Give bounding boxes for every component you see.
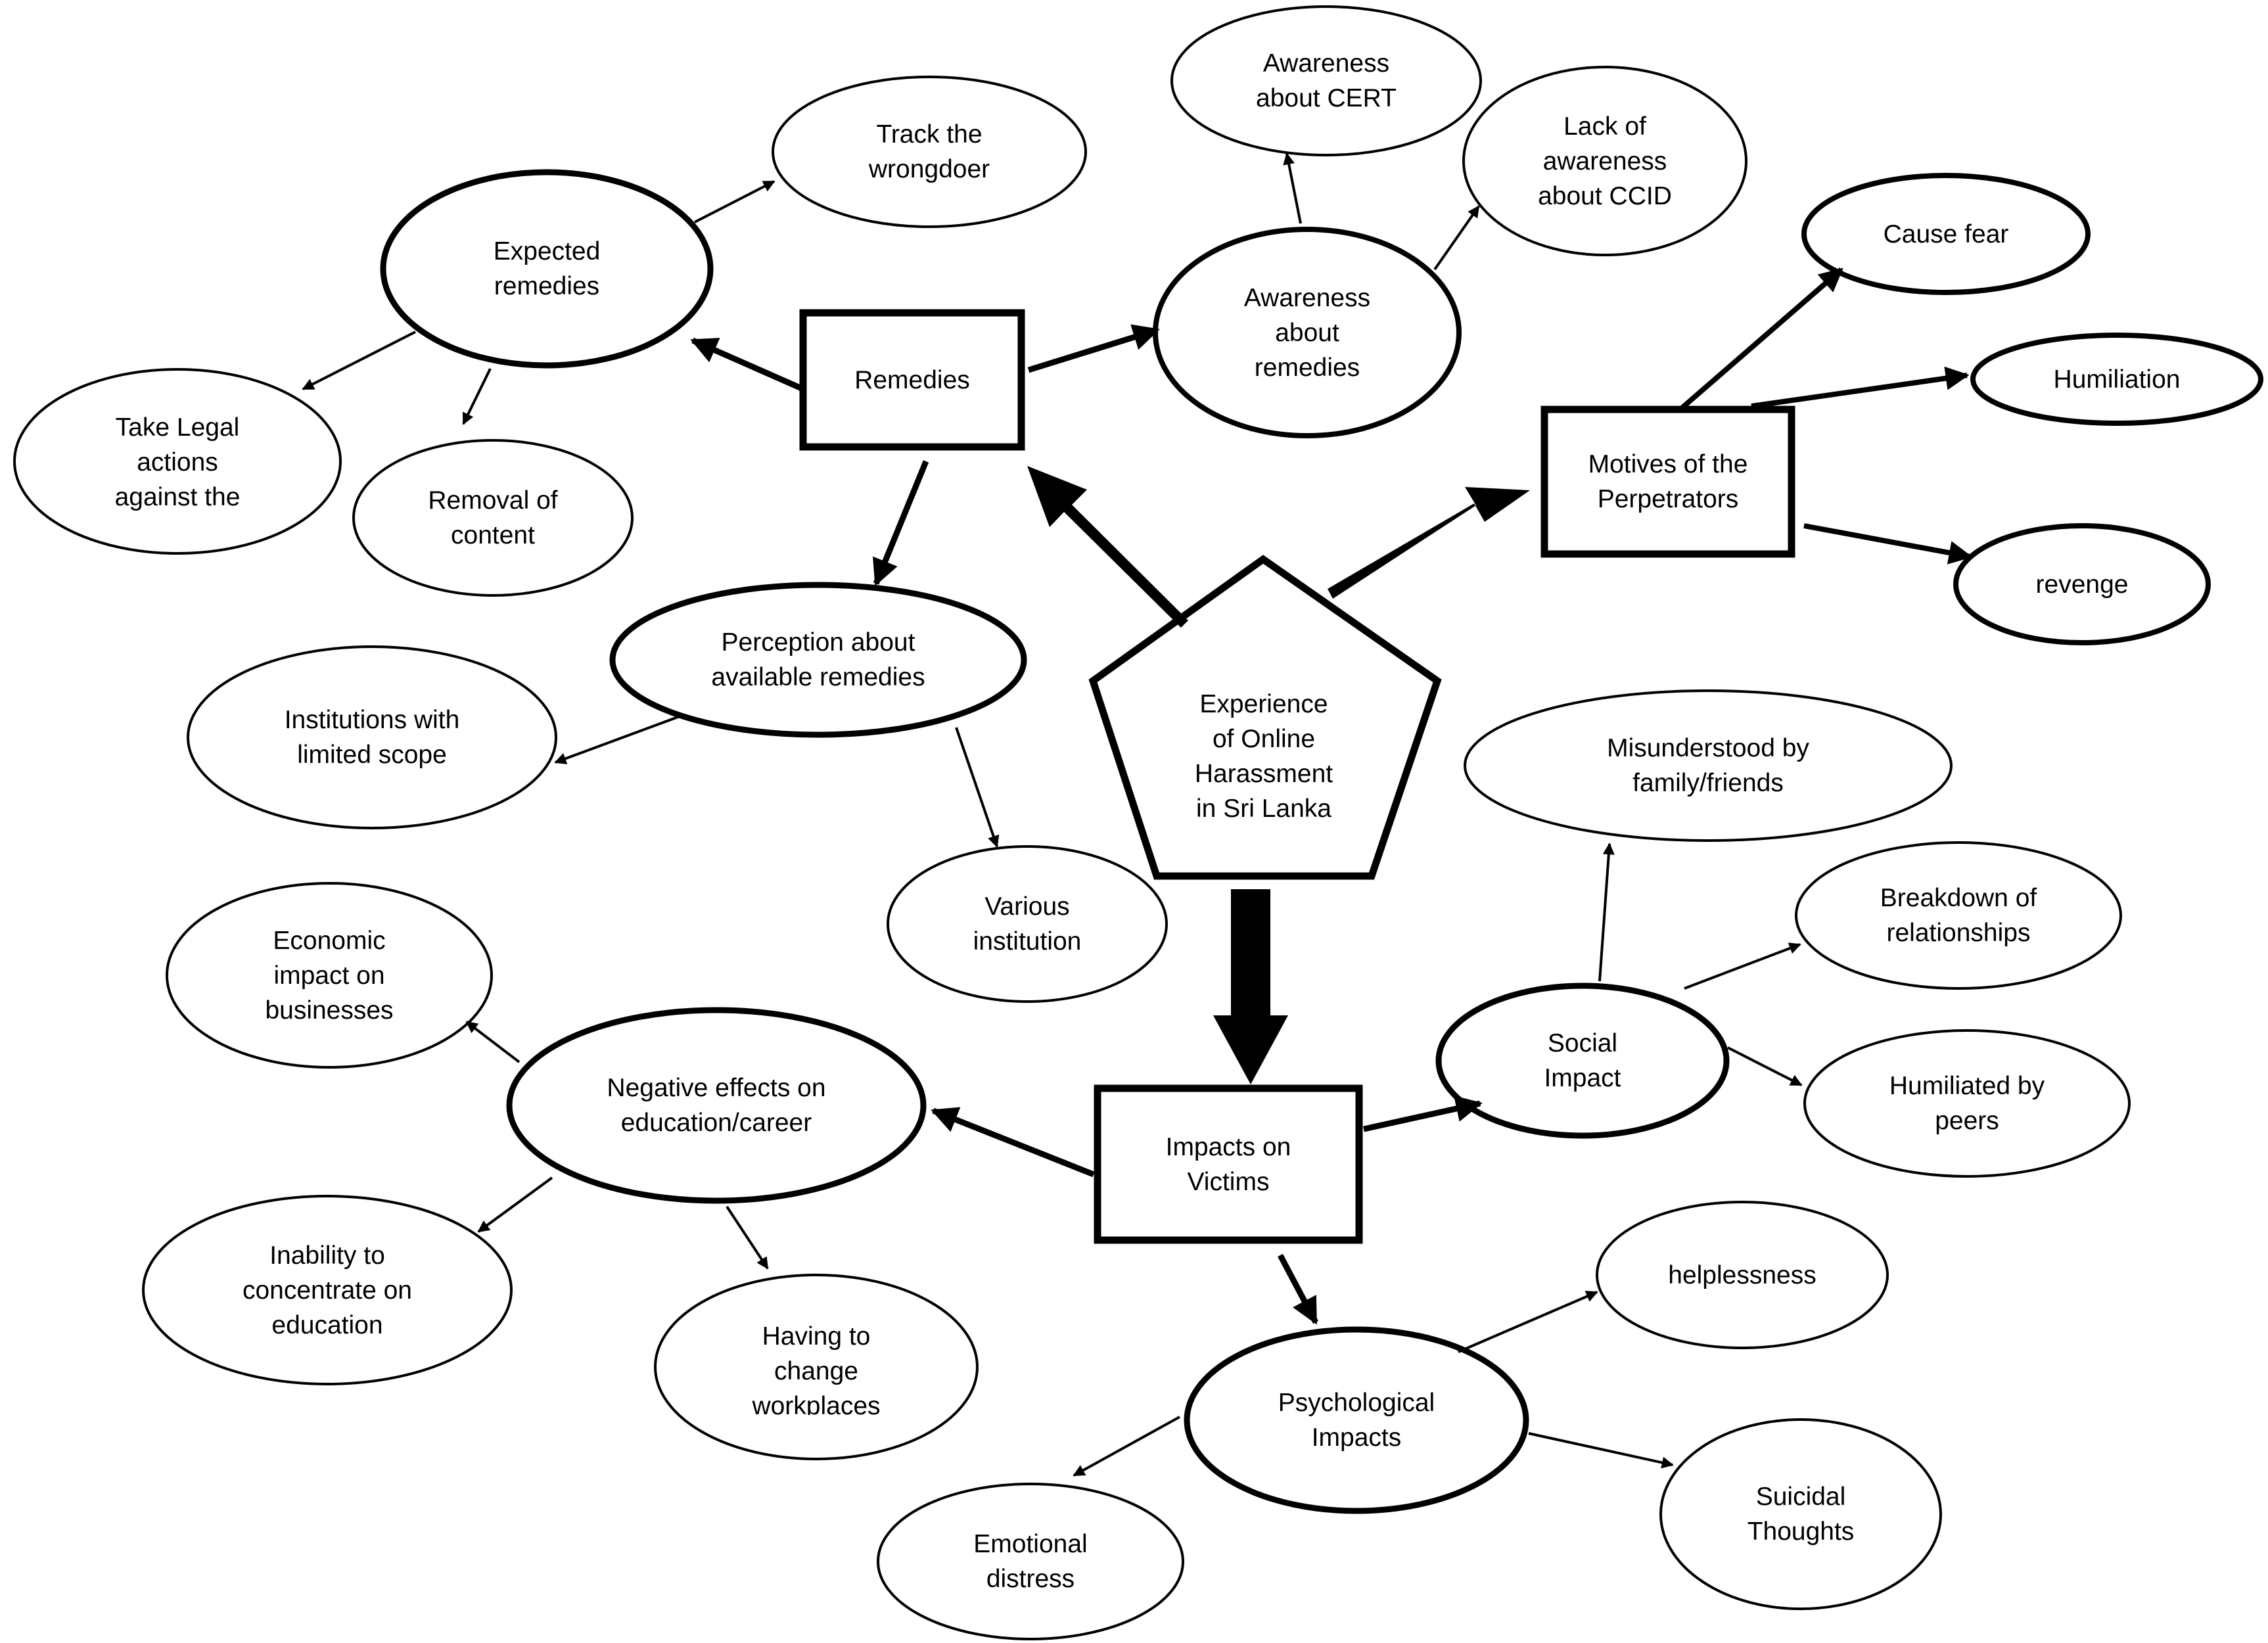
- arrow-perception-various: [955, 727, 1000, 848]
- misunderstood-label: Misunderstood by family/friends: [1607, 734, 1809, 797]
- misunderstood-ellipse: [1464, 689, 1953, 842]
- institutions-limited-scope-label: Institutions with limited scope: [284, 706, 460, 769]
- removal-of-content-label: Removal of content: [428, 486, 558, 549]
- negative-effects-ellipse: [506, 1007, 927, 1204]
- suicidal-thoughts-ellipse: [1659, 1418, 1942, 1610]
- humiliated-peers-label: Humiliated by peers: [1889, 1072, 2045, 1135]
- arrow-psychological-suicidal: [1528, 1432, 1674, 1469]
- change-workplaces-ellipse: [654, 1274, 979, 1460]
- remedies-box-shape: [799, 309, 1025, 451]
- breakdown-relationships-label: Breakdown of relationships: [1880, 884, 2037, 947]
- expected-remedies-label: Expected remedies: [493, 237, 601, 300]
- inability-concentrate-label: Inability to concentrate on education: [242, 1241, 412, 1339]
- block-arrow-to-motives: [1328, 487, 1530, 599]
- track-wrongdoer-label: Track the wrongdoer: [868, 120, 990, 183]
- social-impact-label: Social Impact: [1544, 1029, 1621, 1092]
- motives-box-label: Motives of the Perpetrators: [1588, 450, 1748, 513]
- cause-fear-label: Cause fear: [1883, 220, 2009, 248]
- track-wrongdoer-ellipse: [772, 76, 1087, 228]
- arrow-psychological-helplessness: [1458, 1291, 1598, 1353]
- awareness-about-remedies-label: Awareness about remedies: [1243, 283, 1371, 382]
- arrow-motives-fear: [1680, 267, 1843, 410]
- arrow-awareness-cert: [1283, 152, 1302, 224]
- psychological-impacts-ellipse: [1184, 1326, 1529, 1514]
- psychological-impacts-label: Psychological Impacts: [1278, 1389, 1435, 1452]
- change-workplaces-label: Having to change workplaces: [752, 1322, 881, 1415]
- impacts-box-shape: [1094, 1084, 1363, 1244]
- arrow-psychological-emotional: [1073, 1416, 1180, 1477]
- take-legal-actions-ellipse: [13, 368, 342, 555]
- arrow-impacts-negative: [931, 1107, 1095, 1178]
- arrow-negative-inability: [477, 1176, 553, 1233]
- arrow-expected-removal: [462, 368, 492, 425]
- center-pentagon-shape: [1088, 555, 1442, 880]
- arrow-motives-humiliation: [1751, 366, 1970, 409]
- impacts-box-label: Impacts on Victims: [1165, 1132, 1291, 1196]
- arrow-social-humiliated: [1727, 1046, 1803, 1086]
- breakdown-relationships-ellipse: [1795, 841, 2122, 990]
- humiliated-peers-ellipse: [1803, 1029, 2131, 1178]
- arrow-impacts-social: [1363, 1096, 1483, 1132]
- various-institution-ellipse: [887, 845, 1168, 1003]
- perception-remedies-label: Perception about available remedies: [711, 628, 925, 691]
- expected-remedies-ellipse: [380, 169, 714, 369]
- arrow-remedies-awareness: [1027, 324, 1160, 373]
- arrow-negative-economic: [465, 1021, 521, 1063]
- arrow-expected-legal: [302, 331, 416, 390]
- lack-awareness-ccid-label: Lack of awareness about CCID: [1538, 112, 1672, 210]
- various-institution-label: Various institution: [973, 892, 1082, 956]
- social-impact-ellipse: [1435, 983, 1730, 1139]
- lack-awareness-ccid-ellipse: [1462, 66, 1747, 256]
- arrow-expected-track: [694, 180, 775, 223]
- arrow-social-breakdown: [1684, 942, 1801, 990]
- removal-of-content-ellipse: [352, 439, 634, 597]
- block-arrows: [1027, 466, 1530, 1084]
- awareness-cert-ellipse: [1170, 5, 1482, 156]
- arrow-motives-revenge: [1803, 523, 1973, 565]
- arrow-remedies-perception: [873, 460, 929, 586]
- economic-impact-ellipse: [166, 882, 493, 1069]
- arrow-perception-institutions: [554, 714, 682, 764]
- emotional-distress-label: Emotional distress: [973, 1530, 1088, 1593]
- cause-fear-ellipse: [1801, 173, 2091, 295]
- remedies-box-label: Remedies: [854, 365, 970, 394]
- helplessness-label: helplessness: [1668, 1261, 1817, 1289]
- emotional-distress-ellipse: [877, 1483, 1184, 1640]
- inability-concentrate-ellipse: [142, 1195, 513, 1385]
- institutions-limited-scope-ellipse: [187, 645, 557, 829]
- center-node-label: Experience of Online Harassment in Sri L…: [1194, 690, 1333, 823]
- block-arrow-to-remedies: [1027, 466, 1188, 628]
- arrow-remedies-expected: [690, 337, 804, 392]
- take-legal-actions-label: Take Legal actions against the: [114, 413, 241, 511]
- revenge-ellipse: [1953, 523, 2211, 645]
- humiliation-ellipse: [1970, 333, 2263, 426]
- block-arrow-to-impacts: [1213, 889, 1288, 1084]
- humiliation-label: Humiliation: [2053, 365, 2181, 394]
- connector-arrows: [302, 152, 1973, 1477]
- arrow-awareness-ccid: [1433, 205, 1480, 271]
- perception-remedies-ellipse: [609, 582, 1027, 738]
- suicidal-thoughts-label: Suicidal Thoughts: [1747, 1483, 1855, 1546]
- awareness-cert-label: Awareness about CERT: [1256, 49, 1397, 112]
- economic-impact-label: Economic impact on businesses: [265, 926, 394, 1025]
- negative-effects-label: Negative effects on education/career: [607, 1074, 826, 1137]
- arrow-impacts-psychological: [1278, 1253, 1318, 1325]
- helplessness-ellipse: [1596, 1201, 1889, 1349]
- motives-box-shape: [1540, 405, 1795, 558]
- arrow-social-misunderstood: [1598, 843, 1615, 982]
- arrow-negative-workplaces: [726, 1205, 769, 1270]
- node-shapes: [13, 5, 2263, 1640]
- revenge-label: revenge: [2035, 570, 2129, 599]
